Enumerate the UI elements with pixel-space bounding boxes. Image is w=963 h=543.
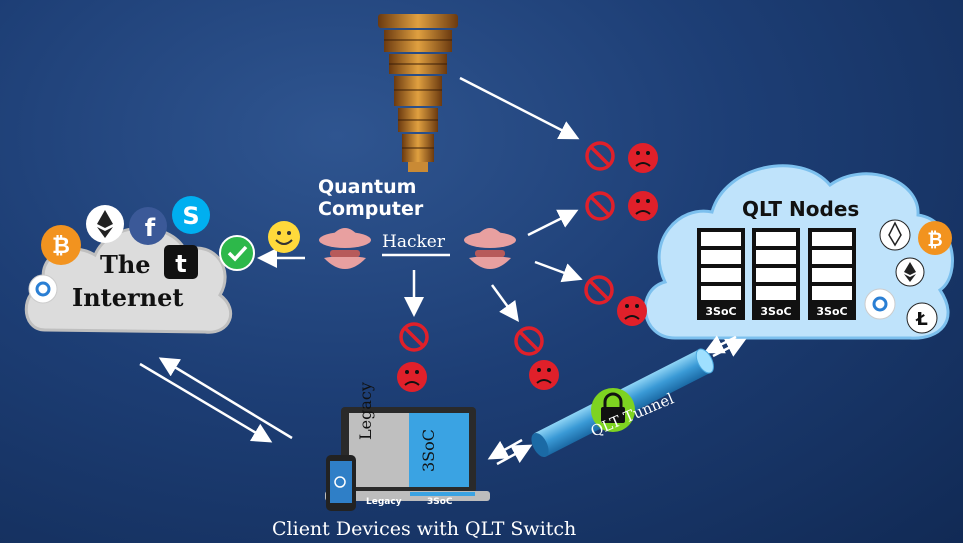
svg-text:S: S [182,202,199,230]
server-rack-1 [697,228,745,320]
bitcoin-icon-qlt: ₿ [918,221,952,255]
happy-face-icon [268,221,300,253]
server-label-1: 3SoC [697,305,745,318]
client-devices-label: Client Devices with QLT Switch [272,518,577,540]
blocked-icons [399,141,615,356]
check-icon [219,235,255,271]
bitcoin-icon: ₿ [41,225,81,265]
eos-icon [879,219,911,251]
hacker-icon-left [319,228,371,269]
server-label-3: 3SoC [808,305,856,318]
svg-text:f: f [145,214,156,242]
litecoin-icon: Ł [906,302,938,334]
skype-icon: S [172,196,210,234]
svg-text:Ł: Ł [915,309,928,330]
laptop [325,407,490,501]
base-legacy-label: Legacy [366,497,402,507]
facebook-icon: f [129,207,167,245]
base-3soc-label: 3SoC [427,497,453,507]
quantum-computer-image [378,14,458,172]
arrows [139,76,747,466]
ripple-icon-qlt [864,288,896,320]
ripple-icon [28,274,58,304]
svg-text:₿: ₿ [52,234,70,259]
lock-icon [591,388,635,432]
phone [326,455,356,511]
svg-text:₿: ₿ [927,229,942,251]
ethereum-icon-qlt [895,257,925,287]
screen-legacy-label: Legacy [356,382,375,440]
ethereum-icon [86,205,124,243]
hacker-label: Hacker [382,232,445,252]
tumblr-icon: t [164,245,198,279]
hacker-icon-right [464,228,516,269]
quantum-computer-label: Quantum Computer [318,176,424,220]
server-label-2: 3SoC [752,305,800,318]
server-rack-2 [752,228,800,320]
server-rack-3 [808,228,856,320]
qlt-nodes-title: QLT Nodes [742,197,860,221]
sad-face-icons [397,143,658,392]
internet-title-line2: Internet [72,283,184,312]
svg-text:t: t [175,250,186,278]
screen-3soc-label: 3SoC [419,428,438,472]
internet-title-line1: The [100,250,151,279]
